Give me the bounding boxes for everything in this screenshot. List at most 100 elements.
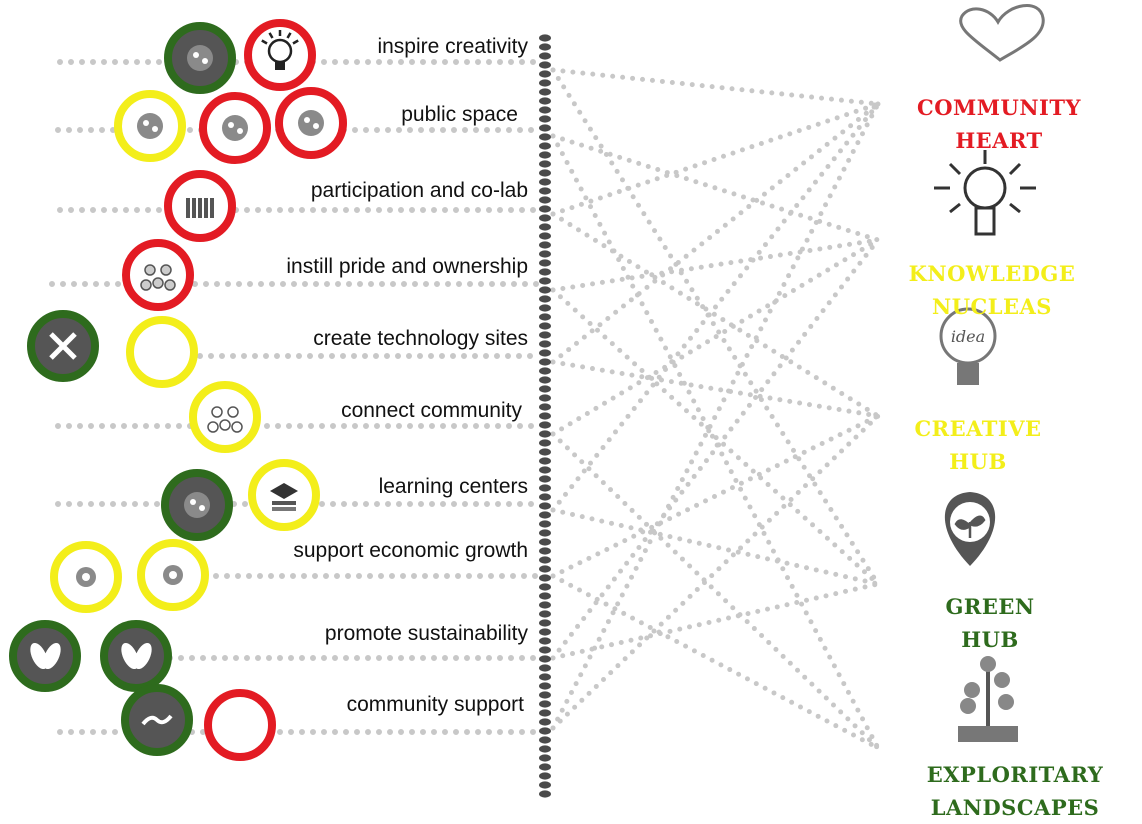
connection-line (550, 101, 881, 731)
hub-green-hub-line1: GREEN (945, 594, 1035, 619)
connection-line (550, 133, 881, 243)
spine-dot (539, 367, 551, 375)
connection-line (550, 237, 881, 661)
spine-dot (539, 781, 551, 789)
connection-line (550, 573, 881, 751)
spine-dot (539, 151, 551, 159)
leaves-icon (100, 620, 172, 692)
graduation-books-icon (248, 459, 320, 531)
spine-dot (539, 655, 551, 663)
goal-label-instill-pride-and-ownership: instill pride and ownership (286, 255, 528, 278)
spine-dot (539, 358, 551, 366)
connection-line (550, 413, 881, 731)
spine-dot (539, 466, 551, 474)
circuit-icon (126, 316, 198, 388)
connection-line (550, 101, 881, 365)
spine-dot (539, 322, 551, 330)
raised-hands-icon (164, 170, 236, 242)
spine-dot (539, 250, 551, 258)
spine-dot (539, 538, 551, 546)
spine-dot (539, 394, 551, 402)
spine-dot (539, 565, 551, 573)
connection-line (550, 359, 881, 419)
connection-line (550, 287, 881, 587)
mind-map-icon (164, 22, 236, 94)
spine-dot (539, 754, 551, 762)
spine-dot (539, 574, 551, 582)
spine-dot (539, 619, 551, 627)
spine-dot (539, 430, 551, 438)
tree-person-icon (9, 620, 81, 692)
connection-line (550, 237, 881, 437)
spine-dot (539, 214, 551, 222)
gears-icon (50, 541, 122, 613)
lightbulb-icon (244, 19, 316, 91)
spine-dot (539, 736, 551, 744)
spine-dot (539, 475, 551, 483)
goal-label-inspire-creativity: inspire creativity (377, 35, 528, 58)
goal-label-create-technology-sites: create technology sites (313, 327, 528, 350)
spine-dot (539, 682, 551, 690)
tools-icon (27, 310, 99, 382)
spine-dot (539, 592, 551, 600)
spine-dot (539, 70, 551, 78)
goal-label-public-space: public space (401, 103, 518, 126)
spine-dot (539, 376, 551, 384)
heart-icon (959, 4, 1045, 62)
hub-community-heart-line2: HEART (955, 127, 1043, 153)
spine-dot (539, 403, 551, 411)
spine-dot (539, 790, 551, 798)
spine-dot (539, 664, 551, 672)
spine-dot (539, 493, 551, 501)
spine-dot (539, 331, 551, 339)
network-globe-icon (161, 469, 233, 541)
spine-dot (539, 385, 551, 393)
spine-dot (539, 421, 551, 429)
book-plant-icon (199, 92, 271, 164)
connection-lines (550, 67, 881, 751)
spine-dot (539, 142, 551, 150)
brain-icon (114, 90, 186, 162)
head-gear-icon (137, 539, 209, 611)
spine-dot (539, 448, 551, 456)
connection-line (550, 413, 881, 579)
spine-dot (539, 196, 551, 204)
spine-dot (539, 169, 551, 177)
hub-creative-hub-line1: CREATIVE (914, 416, 1042, 441)
connection-line (550, 67, 881, 587)
spine-dot (539, 304, 551, 312)
spine-dot (539, 115, 551, 123)
plant-pot-icon (958, 656, 1018, 742)
hub-knowledge-nucleas: KNOWLEDGE NUCLEAS (886, 258, 1098, 323)
connection-line (550, 67, 881, 107)
spine-dot (539, 412, 551, 420)
spine-dot (539, 718, 551, 726)
helping-hand-icon (121, 684, 193, 756)
hub-community-heart-line1: COMMUNITY (917, 95, 1081, 120)
hub-creative-hub-line2: HUB (949, 448, 1007, 474)
people-star-icon (275, 87, 347, 159)
spine-dot (539, 727, 551, 735)
spine-dot (539, 547, 551, 555)
spine-dot (539, 313, 551, 321)
goal-label-connect-community: connect community (341, 399, 522, 422)
spine-dot (539, 232, 551, 240)
svg-text:idea: idea (951, 327, 985, 346)
connection-line (550, 101, 881, 217)
spine-dot (539, 628, 551, 636)
spine-dot (539, 277, 551, 285)
spine-dot (539, 745, 551, 753)
connection-line (550, 133, 881, 751)
network-people-icon (189, 381, 261, 453)
spine-dot (539, 268, 551, 276)
goal-label-learning-centers: learning centers (378, 475, 528, 498)
spine-dot (539, 637, 551, 645)
spine-dot (539, 520, 551, 528)
spine-dot (539, 295, 551, 303)
crowd-icon (122, 239, 194, 311)
hub-community-heart: COMMUNITY HEART (894, 92, 1104, 157)
connection-line (550, 581, 881, 661)
hub-exploritary-landscapes-line2: LANDSCAPES (930, 794, 1100, 820)
spine-dot (539, 457, 551, 465)
spine-dot (539, 673, 551, 681)
